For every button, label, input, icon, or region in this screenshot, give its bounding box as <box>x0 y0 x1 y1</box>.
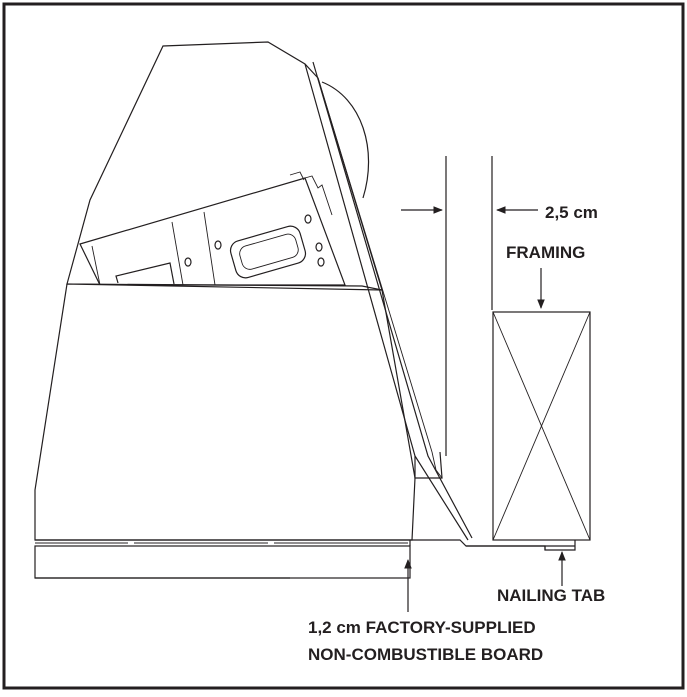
nailing-tab-label: NAILING TAB <box>497 586 605 605</box>
front-panel <box>304 61 473 541</box>
fireplace-unit <box>34 41 576 579</box>
framing-stud <box>492 311 591 541</box>
board-label-line2: NON-COMBUSTIBLE BOARD <box>308 645 543 664</box>
framing-label: FRAMING <box>506 243 585 262</box>
non-combustible-board <box>34 539 546 579</box>
board-label-line1: 1,2 cm FACTORY-SUPPLIED <box>308 618 536 637</box>
gap-label: 2,5 cm <box>545 203 598 222</box>
clearance-dimension <box>401 156 538 456</box>
firebox-mechanism <box>79 171 346 286</box>
nailing-tab <box>544 540 576 551</box>
